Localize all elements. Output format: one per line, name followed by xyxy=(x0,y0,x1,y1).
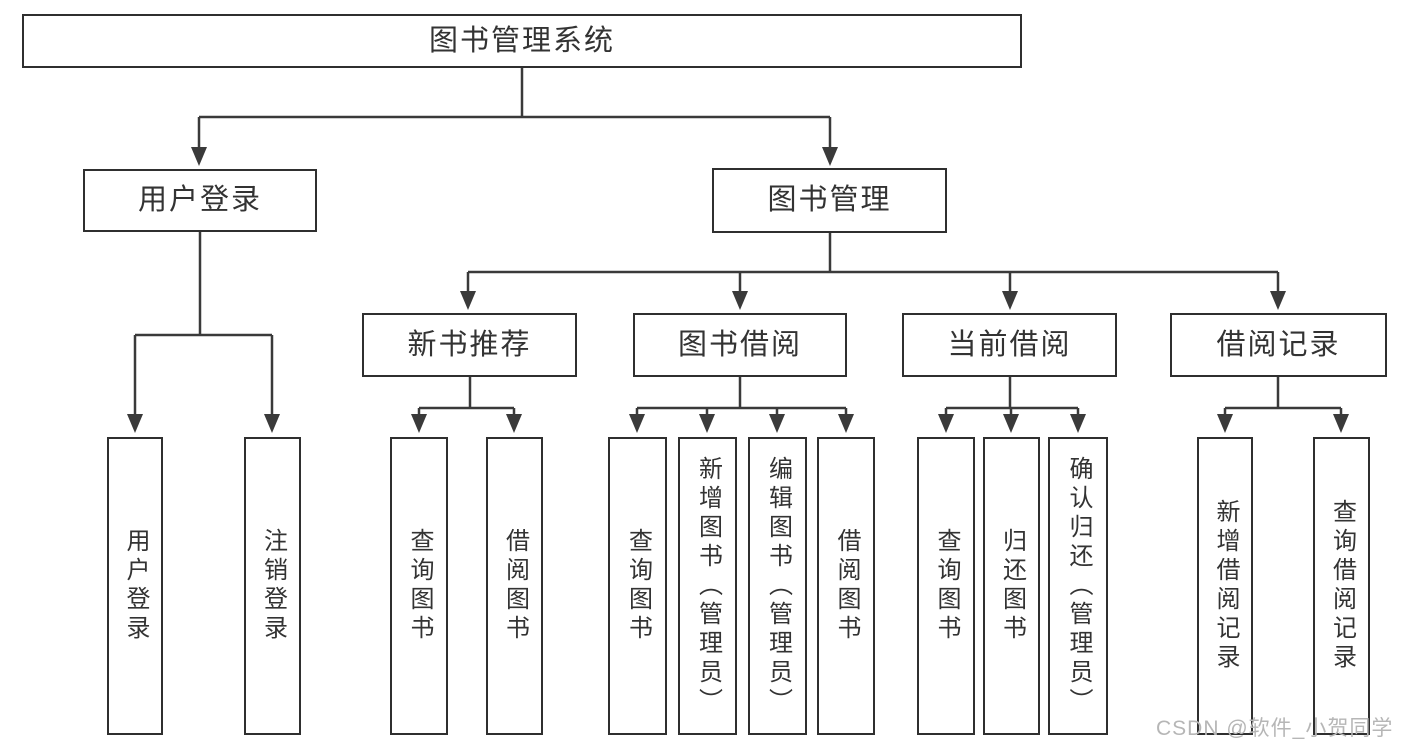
leaf-logout: 注销登录 xyxy=(244,437,301,735)
node-root-system: 图书管理系统 xyxy=(22,14,1022,68)
leaf-user-login: 用户登录 xyxy=(107,437,163,735)
node-user-login-branch: 用户登录 xyxy=(83,169,317,232)
leaf-confirm-return-admin: 确认归还（管理员） xyxy=(1048,437,1108,735)
leaf-borrow-books-borrowing: 借阅图书 xyxy=(817,437,875,735)
leaf-query-books-recommend: 查询图书 xyxy=(390,437,448,735)
leaf-return-book: 归还图书 xyxy=(983,437,1040,735)
leaf-add-book-admin: 新增图书（管理员） xyxy=(678,437,737,735)
node-book-borrowing: 图书借阅 xyxy=(633,313,847,377)
leaf-borrow-books-recommend: 借阅图书 xyxy=(486,437,543,735)
node-new-book-recommendation: 新书推荐 xyxy=(362,313,577,377)
node-borrowing-records: 借阅记录 xyxy=(1170,313,1387,377)
leaf-query-books-current: 查询图书 xyxy=(917,437,975,735)
node-book-management-branch: 图书管理 xyxy=(712,168,947,233)
node-current-borrowing: 当前借阅 xyxy=(902,313,1117,377)
arrowheads xyxy=(127,147,1349,433)
leaf-query-borrow-record: 查询借阅记录 xyxy=(1313,437,1370,735)
csdn-watermark: CSDN @软件_小贺同学 xyxy=(1156,717,1394,740)
leaf-query-books-borrowing: 查询图书 xyxy=(608,437,667,735)
leaf-edit-book-admin: 编辑图书（管理员） xyxy=(748,437,807,735)
connector-paths xyxy=(133,68,1343,417)
leaf-add-borrow-record: 新增借阅记录 xyxy=(1197,437,1253,735)
